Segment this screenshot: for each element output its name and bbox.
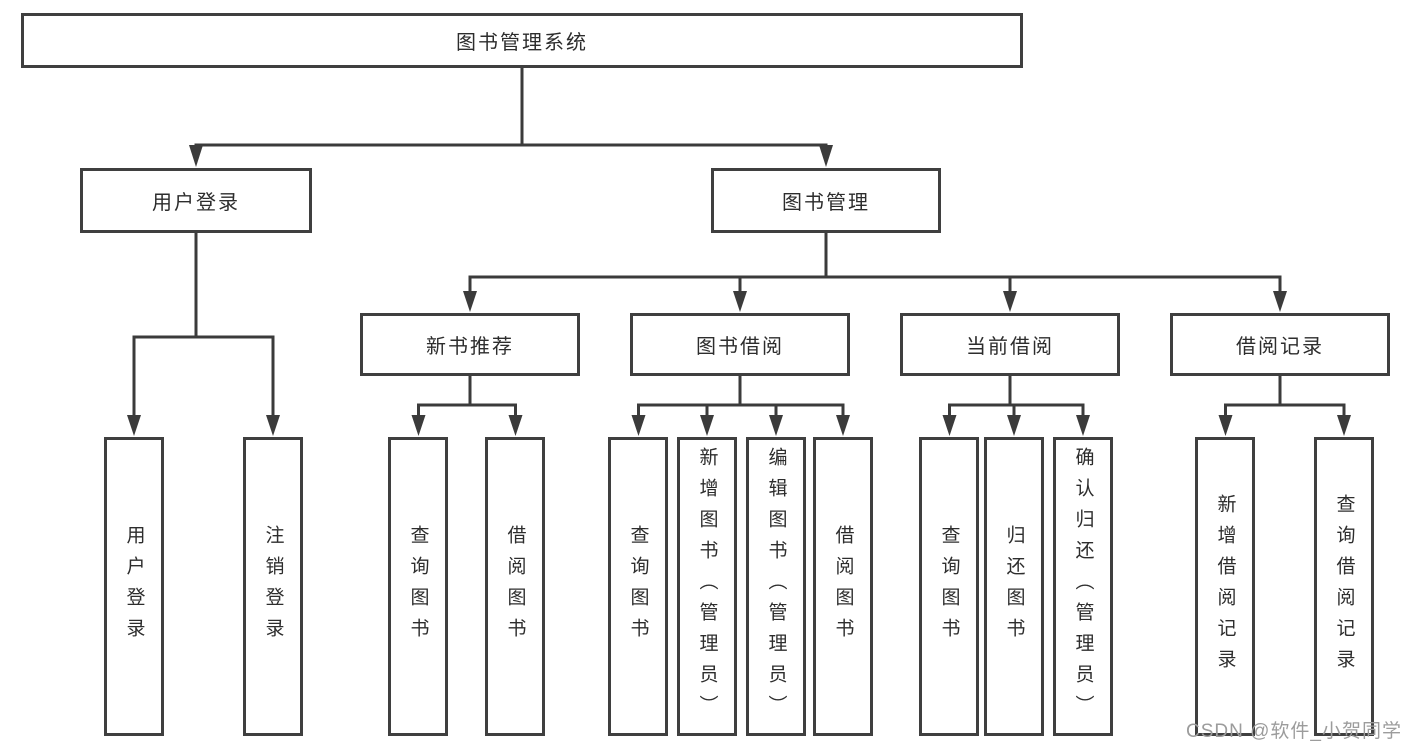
node-leaf-query-book-3: 查询图书 <box>919 437 979 736</box>
arrow-b1 <box>411 415 426 436</box>
node-leaf-user-login-label: 用户登录 <box>123 524 145 649</box>
arrow-bookmgmt <box>819 145 833 167</box>
node-leaf-add-borrow-record-label: 新增借阅记录 <box>1214 493 1236 680</box>
node-borrow-records: 借阅记录 <box>1170 313 1390 376</box>
node-leaf-query-book-1: 查询图书 <box>388 437 448 736</box>
node-borrow-records-label: 借阅记录 <box>1236 336 1324 358</box>
node-user-login-label: 用户登录 <box>152 192 240 214</box>
arrow-d1 <box>942 415 957 436</box>
node-leaf-query-borrow-record-label: 查询借阅记录 <box>1333 493 1355 680</box>
node-leaf-confirm-return-admin-label: 确认归还（管理员） <box>1072 447 1094 726</box>
arrow-a2 <box>266 415 280 436</box>
node-book-management-label: 图书管理 <box>782 192 870 214</box>
node-leaf-confirm-return-admin: 确认归还（管理员） <box>1053 437 1113 736</box>
node-leaf-return-book-label: 归还图书 <box>1003 524 1025 649</box>
node-leaf-add-borrow-record: 新增借阅记录 <box>1195 437 1255 736</box>
arrow-c3 <box>769 415 783 436</box>
node-leaf-borrow-book-2: 借阅图书 <box>813 437 873 736</box>
node-leaf-logout: 注销登录 <box>243 437 303 736</box>
node-leaf-add-book-admin: 新增图书（管理员） <box>677 437 737 736</box>
node-leaf-query-book-1-label: 查询图书 <box>407 524 429 649</box>
arrow-l3-4 <box>1273 291 1287 312</box>
arrow-userlogin <box>189 145 203 167</box>
node-new-book-recommend: 新书推荐 <box>360 313 580 376</box>
arrow-b2 <box>508 415 523 436</box>
node-library-system-label: 图书管理系统 <box>456 32 588 54</box>
arrowheads <box>127 145 1351 436</box>
node-current-borrow-label: 当前借阅 <box>966 336 1054 358</box>
arrow-l3-3 <box>1003 291 1017 312</box>
arrow-e1 <box>1218 415 1233 436</box>
node-current-borrow: 当前借阅 <box>900 313 1120 376</box>
arrow-l3-2 <box>733 291 747 312</box>
arrow-e2 <box>1337 415 1351 436</box>
node-leaf-add-book-admin-label: 新增图书（管理员） <box>696 447 718 726</box>
node-leaf-borrow-book-1-label: 借阅图书 <box>504 524 526 649</box>
node-leaf-borrow-book-2-label: 借阅图书 <box>832 524 854 649</box>
node-leaf-query-book-2: 查询图书 <box>608 437 668 736</box>
node-book-borrow: 图书借阅 <box>630 313 850 376</box>
node-user-login: 用户登录 <box>80 168 312 233</box>
node-book-management: 图书管理 <box>711 168 941 233</box>
node-new-book-recommend-label: 新书推荐 <box>426 336 514 358</box>
node-leaf-query-book-3-label: 查询图书 <box>938 524 960 649</box>
node-leaf-user-login: 用户登录 <box>104 437 164 736</box>
node-leaf-edit-book-admin-label: 编辑图书（管理员） <box>765 447 787 726</box>
node-leaf-logout-label: 注销登录 <box>262 524 284 649</box>
node-leaf-borrow-book-1: 借阅图书 <box>485 437 545 736</box>
arrow-d3 <box>1076 415 1090 436</box>
arrow-c1 <box>631 415 646 436</box>
node-book-borrow-label: 图书借阅 <box>696 336 784 358</box>
arrow-d2 <box>1007 415 1021 436</box>
arrow-a1 <box>127 415 141 436</box>
node-leaf-return-book: 归还图书 <box>984 437 1044 736</box>
node-leaf-edit-book-admin: 编辑图书（管理员） <box>746 437 806 736</box>
node-leaf-query-borrow-record: 查询借阅记录 <box>1314 437 1374 736</box>
arrow-l3-1 <box>463 291 477 312</box>
arrow-c4 <box>836 415 850 436</box>
arrow-c2 <box>700 415 714 436</box>
node-library-system: 图书管理系统 <box>21 13 1023 68</box>
csdn-watermark: CSDN @软件_小贺同学 <box>1186 721 1402 742</box>
node-leaf-query-book-2-label: 查询图书 <box>627 524 649 649</box>
